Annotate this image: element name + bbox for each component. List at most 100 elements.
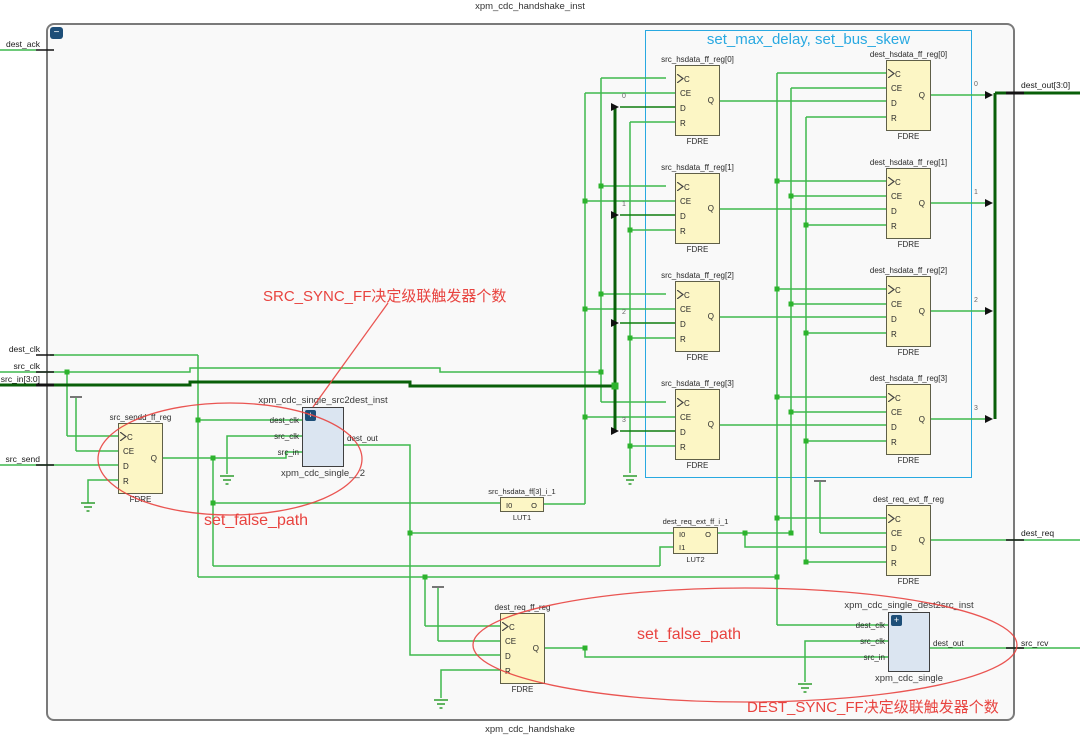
module-title-bottom: xpm_cdc_handshake [485, 724, 575, 735]
pin-c[interactable]: C [509, 623, 515, 632]
pin-d[interactable]: D [891, 207, 897, 216]
pin-q[interactable]: Q [918, 415, 925, 424]
port-src-rcv[interactable]: src_rcv [1021, 638, 1049, 648]
pin-q[interactable]: Q [918, 536, 925, 545]
pin-r[interactable]: R [680, 227, 686, 236]
expand-icon[interactable]: + [305, 410, 316, 421]
pin-ce[interactable]: CE [680, 89, 692, 98]
pin-i1[interactable]: I1 [679, 543, 686, 552]
pin-d[interactable]: D [680, 212, 686, 221]
pin-ce[interactable]: CE [680, 413, 692, 422]
pin-r[interactable]: R [891, 330, 897, 339]
fdre-dest-req-ext[interactable]: dest_req_ext_ff_reg C CE D R Q FDRE [873, 495, 944, 586]
pin-r[interactable]: R [505, 667, 511, 676]
port-dest-ack[interactable]: dest_ack [5, 39, 40, 49]
pin-ce[interactable]: CE [680, 197, 692, 206]
pin-r[interactable]: R [680, 119, 686, 128]
pin-d[interactable]: D [891, 99, 897, 108]
xpm-dest2src-block[interactable]: xpm_cdc_single_dest2src_inst + dest_clk … [844, 600, 973, 684]
pin-ce[interactable]: CE [123, 447, 135, 456]
pin-r[interactable]: R [680, 443, 686, 452]
pin-c[interactable]: C [684, 183, 690, 192]
pin-d[interactable]: D [123, 462, 129, 471]
expand-icon[interactable]: + [891, 615, 902, 626]
pin-ce[interactable]: CE [891, 408, 903, 417]
fdre-dest-req-ff[interactable]: dest_req_ff_reg C CE D R Q FDRE [495, 603, 551, 694]
pin-src-in[interactable]: src_in [863, 653, 885, 662]
pin-dest-out[interactable]: dest_out [347, 434, 378, 443]
fdre-dest-hsdata-2[interactable]: dest_hsdata_ff_reg[2] C CE D R Q FDRE [870, 266, 947, 357]
pin-c[interactable]: C [895, 286, 901, 295]
pin-src-clk[interactable]: src_clk [860, 637, 885, 646]
fdre-src-hsdata-2[interactable]: src_hsdata_ff_reg[2] C CE D R Q FDRE [661, 271, 734, 362]
pin-q[interactable]: Q [532, 644, 539, 653]
pin-c[interactable]: C [684, 399, 690, 408]
pin-c[interactable]: C [127, 433, 133, 442]
pin-ce[interactable]: CE [891, 192, 903, 201]
pin-c[interactable]: C [895, 515, 901, 524]
lut2-block[interactable]: dest_req_ext_ff_i_1 I0 I1 O LUT2 [663, 517, 729, 564]
pin-r[interactable]: R [891, 559, 897, 568]
port-dest-clk[interactable]: dest_clk [8, 344, 40, 354]
clock-marker-icon [677, 182, 684, 191]
pin-r[interactable]: R [680, 335, 686, 344]
pin-ce[interactable]: CE [891, 529, 903, 538]
pin-ce[interactable]: CE [891, 300, 903, 309]
pin-q[interactable]: Q [150, 454, 157, 463]
pin-i0[interactable]: I0 [679, 530, 686, 539]
pin-d[interactable]: D [505, 652, 511, 661]
pin-i0[interactable]: I0 [506, 501, 513, 510]
pin-q[interactable]: Q [918, 307, 925, 316]
pin-c[interactable]: C [895, 70, 901, 79]
pin-c[interactable]: C [895, 178, 901, 187]
instance-label: src_hsdata_ff_reg[0] [661, 55, 734, 64]
port-dest-req[interactable]: dest_req [1021, 528, 1055, 538]
port-src-in[interactable]: src_in[3:0] [0, 374, 40, 384]
pin-ce[interactable]: CE [891, 84, 903, 93]
fdre-src-sendd[interactable]: src_sendd_ff_reg C CE D R Q FDRE [110, 413, 172, 504]
port-src-clk[interactable]: src_clk [13, 361, 40, 371]
fdre-src-hsdata-0[interactable]: src_hsdata_ff_reg[0] C CE D R Q FDRE [661, 55, 734, 146]
clock-marker-icon [502, 622, 509, 631]
clock-marker-icon [888, 285, 895, 294]
annotation-false-path-src: set_false_path [204, 512, 309, 529]
fdre-src-hsdata-1[interactable]: src_hsdata_ff_reg[1] C CE D R Q FDRE [661, 163, 734, 254]
pin-q[interactable]: Q [707, 420, 714, 429]
xpm-src2dest-block[interactable]: xpm_cdc_single_src2dest_inst + dest_clk … [258, 395, 387, 479]
port-dest-out[interactable]: dest_out[3:0] [1021, 80, 1071, 90]
pin-r[interactable]: R [891, 114, 897, 123]
pin-dest-out[interactable]: dest_out [933, 639, 964, 648]
pin-c[interactable]: C [684, 75, 690, 84]
pin-c[interactable]: C [895, 394, 901, 403]
pin-d[interactable]: D [680, 428, 686, 437]
lut1-block[interactable]: src_hsdata_ff[3]_i_1 I0 O LUT1 [488, 487, 555, 522]
pin-ce[interactable]: CE [505, 637, 517, 646]
pin-o[interactable]: O [705, 530, 711, 539]
pin-q[interactable]: Q [918, 91, 925, 100]
pin-src-clk[interactable]: src_clk [274, 432, 299, 441]
pin-q[interactable]: Q [918, 199, 925, 208]
pin-d[interactable]: D [891, 544, 897, 553]
pin-o[interactable]: O [531, 501, 537, 510]
fdre-dest-hsdata-1[interactable]: dest_hsdata_ff_reg[1] C CE D R Q FDRE [870, 158, 947, 249]
pin-d[interactable]: D [891, 423, 897, 432]
port-src-send[interactable]: src_send [5, 454, 41, 464]
pin-d[interactable]: D [891, 315, 897, 324]
pin-q[interactable]: Q [707, 312, 714, 321]
pin-d[interactable]: D [680, 320, 686, 329]
fdre-dest-hsdata-0[interactable]: dest_hsdata_ff_reg[0] C CE D R Q FDRE [870, 50, 947, 141]
collapse-icon[interactable]: − [50, 27, 63, 39]
pin-r[interactable]: R [891, 438, 897, 447]
pin-src-in[interactable]: src_in [277, 448, 299, 457]
pin-r[interactable]: R [123, 477, 129, 486]
fdre-src-hsdata-3[interactable]: src_hsdata_ff_reg[3] C CE D R Q FDRE [661, 379, 734, 470]
pin-r[interactable]: R [891, 222, 897, 231]
pin-q[interactable]: Q [707, 204, 714, 213]
pin-ce[interactable]: CE [680, 305, 692, 314]
pin-dest-clk[interactable]: dest_clk [269, 416, 299, 425]
pin-q[interactable]: Q [707, 96, 714, 105]
pin-dest-clk[interactable]: dest_clk [855, 621, 885, 630]
pin-c[interactable]: C [684, 291, 690, 300]
fdre-dest-hsdata-3[interactable]: dest_hsdata_ff_reg[3] C CE D R Q FDRE [870, 374, 947, 465]
pin-d[interactable]: D [680, 104, 686, 113]
